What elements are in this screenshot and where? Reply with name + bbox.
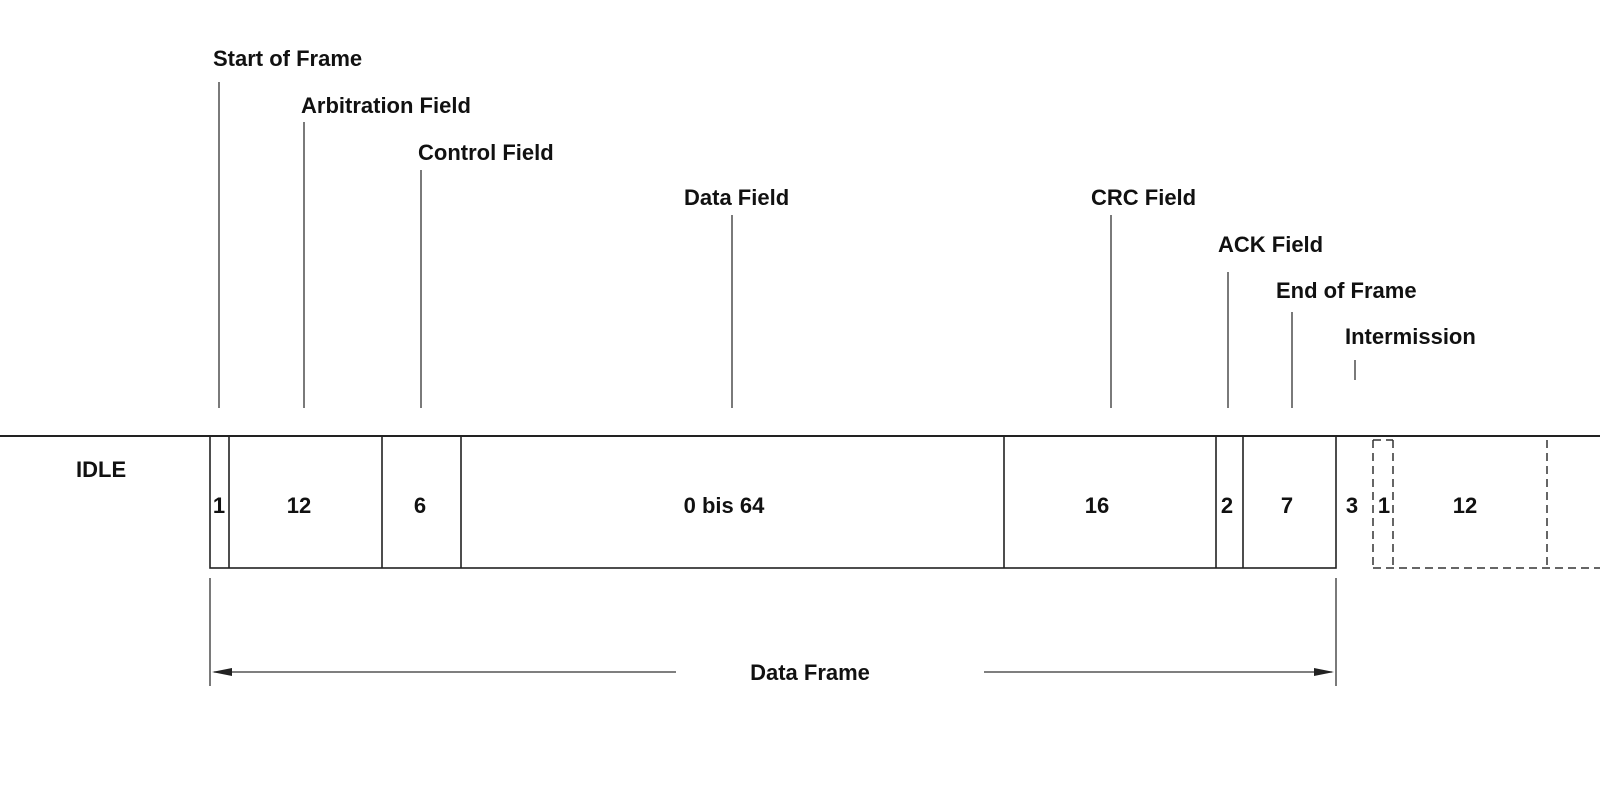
field-label-ack-field: ACK Field <box>1218 232 1323 257</box>
next-frame-bits-arbitration-field: 12 <box>1453 493 1477 518</box>
frame-segments: 1 12 6 0 bis 64 16 2 7 3 <box>209 435 1358 569</box>
segment-bits-crc-field: 16 <box>1085 493 1109 518</box>
segment-bits-arbitration-field: 12 <box>287 493 311 518</box>
field-labels: Start of Frame Arbitration Field Control… <box>213 46 1476 408</box>
arrowhead-left-icon <box>212 668 232 676</box>
segment-bits-control-field: 6 <box>414 493 426 518</box>
field-label-crc-field: CRC Field <box>1091 185 1196 210</box>
data-frame-box <box>209 435 1337 569</box>
segment-bits-intermission: 3 <box>1346 493 1358 518</box>
next-frame-bits-start-of-frame: 1 <box>1378 493 1390 518</box>
data-frame-span: Data Frame <box>209 578 1337 686</box>
field-label-start-of-frame: Start of Frame <box>213 46 362 71</box>
data-frame-label: Data Frame <box>750 660 870 685</box>
segment-bits-ack-field: 2 <box>1221 493 1233 518</box>
field-label-end-of-frame: End of Frame <box>1276 278 1417 303</box>
field-label-data-field: Data Field <box>684 185 789 210</box>
field-label-arbitration-field: Arbitration Field <box>301 93 471 118</box>
segment-bits-start-of-frame: 1 <box>213 493 225 518</box>
segment-bits-end-of-frame: 7 <box>1281 493 1293 518</box>
segment-bits-data-field: 0 bis 64 <box>684 493 765 518</box>
next-frame-segments: 1 12 <box>1372 439 1600 569</box>
field-label-control-field: Control Field <box>418 140 554 165</box>
arrowhead-right-icon <box>1314 668 1334 676</box>
idle-label: IDLE <box>76 457 126 482</box>
field-label-intermission: Intermission <box>1345 324 1476 349</box>
